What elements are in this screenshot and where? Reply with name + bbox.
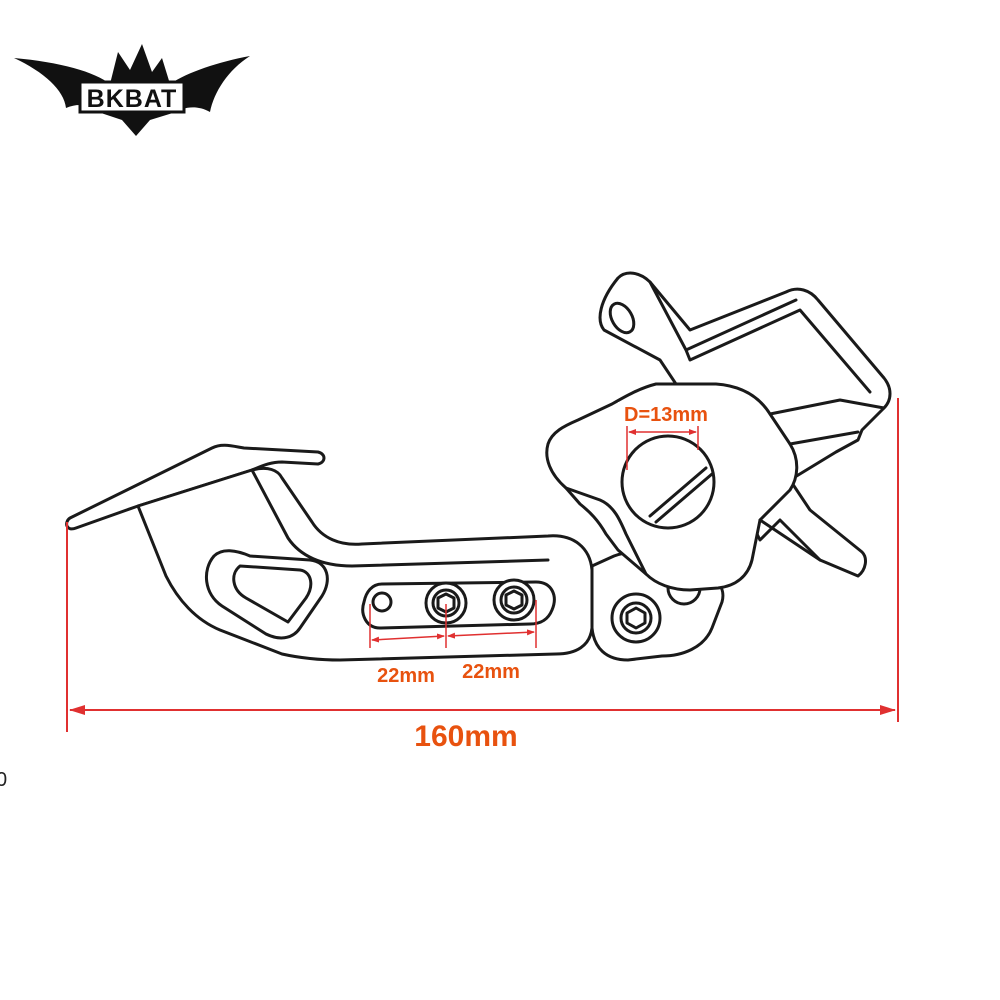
clamp-front-face-line [564, 486, 648, 576]
arm-fold-line [250, 468, 550, 568]
clamp-bore [620, 434, 716, 530]
edge-fragment-text: 0 [0, 769, 7, 791]
threaded-hole [608, 301, 636, 335]
brand-logo: BKBAT [14, 44, 250, 136]
triangle-cutout [204, 549, 329, 640]
slot-hole [371, 591, 393, 613]
bracket-drawing [65, 271, 892, 662]
triangle-cutout-inner [232, 564, 313, 624]
dimension-annotations: 160mm 22mm 22mm D=13mm [66, 398, 899, 753]
clamp-upper-arm [648, 280, 872, 394]
spacing-arrow-2 [447, 629, 535, 639]
brand-name: BKBAT [87, 85, 178, 113]
slot-bolt-2 [492, 578, 536, 622]
logo-plate [78, 80, 186, 114]
spacing-2-label: 22mm [462, 661, 520, 683]
pivot-bolt [610, 592, 662, 644]
bore-slit [648, 466, 714, 524]
diameter-label-bg [618, 402, 714, 426]
overall-length-label: 160mm [414, 720, 517, 753]
clamp-side-line [758, 398, 886, 562]
spacing-arrow-1 [371, 633, 445, 643]
diameter-label: D=13mm [624, 404, 708, 426]
spacing-1-label: 22mm [377, 665, 435, 687]
